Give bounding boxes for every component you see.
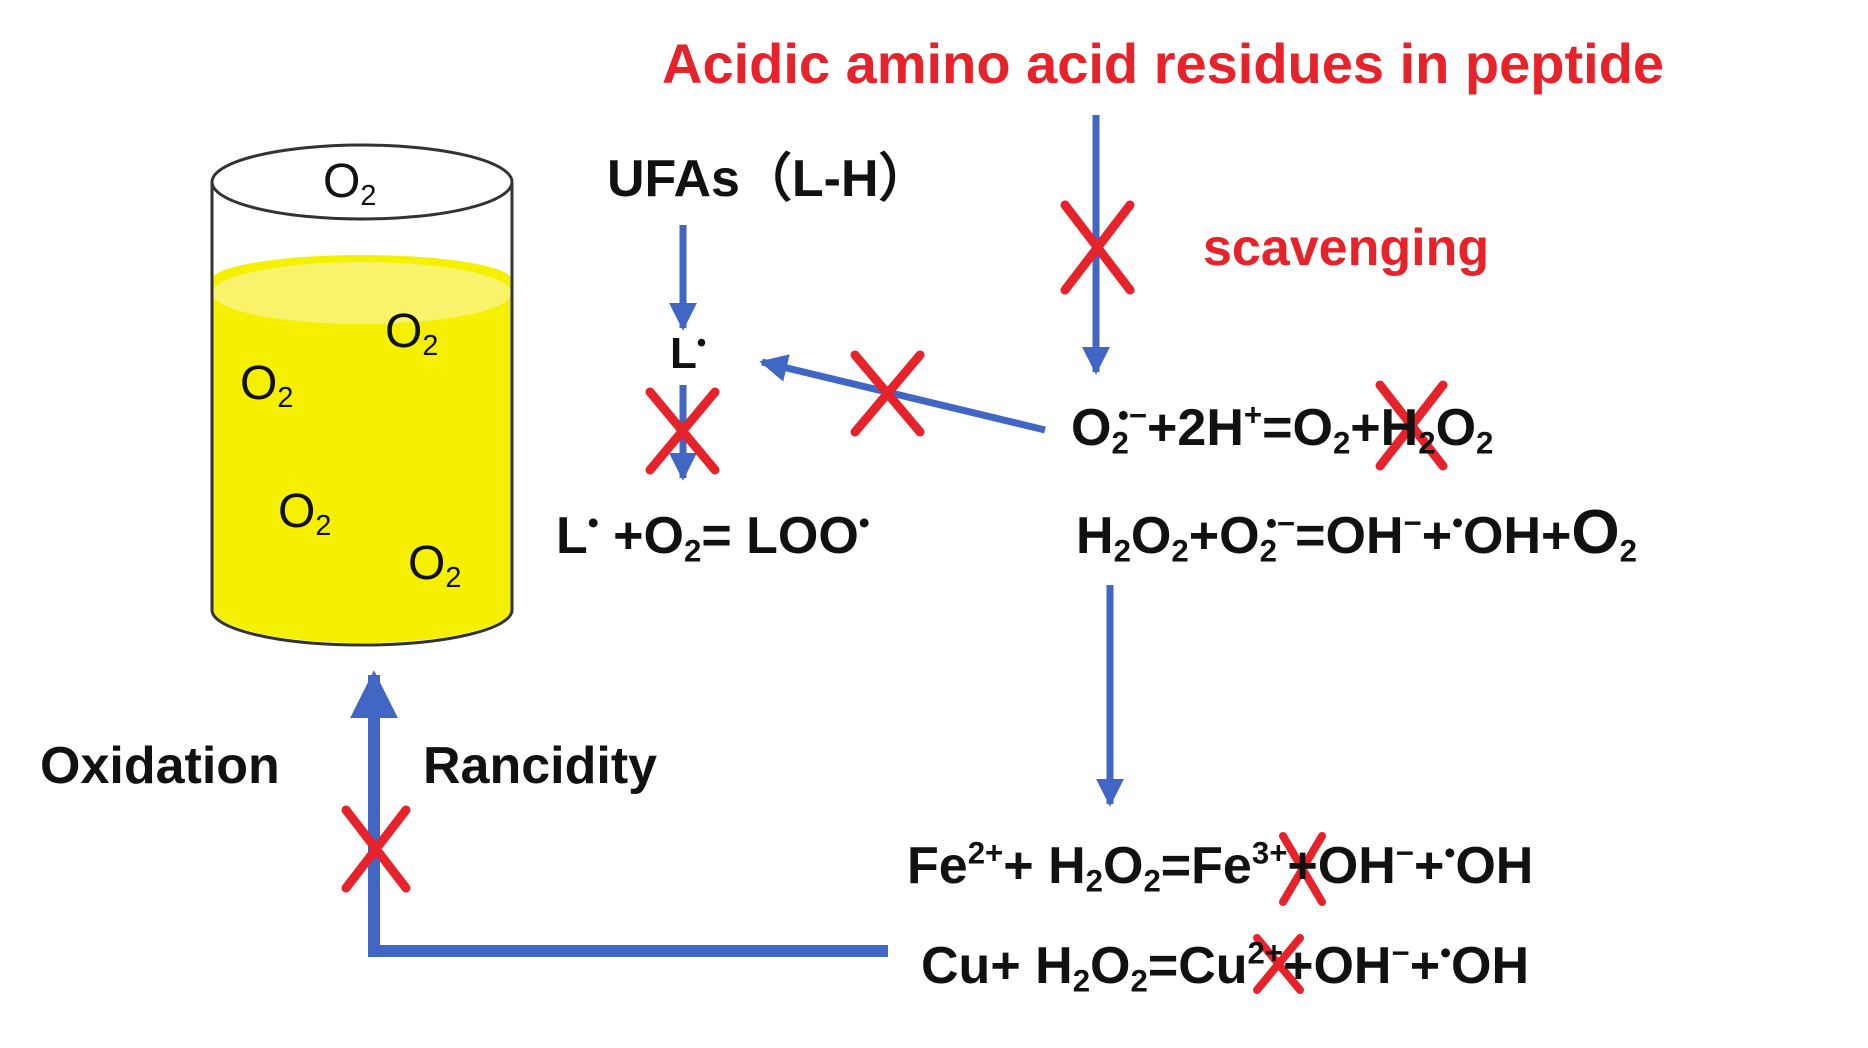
arrow-superoxide-to-l [759,354,1046,434]
cross-oxidation [341,805,411,893]
equation-haber-weiss: H2O2+O2•−=OH−+•OH+O2 [1076,498,1638,569]
o2-label-3: O2 [278,485,332,543]
title-acidic-residues: Acidic amino acid residues in peptide [662,32,1665,95]
cross-o2-product [1375,380,1448,471]
o2-label-1: O2 [385,305,439,363]
equation-fenton-iron: Fe2++ H2O2=Fe3++OH−+•OH [907,835,1534,899]
o2-label-4: O2 [408,537,462,595]
inhibition-crosses [341,200,1448,994]
oil-body [212,255,512,643]
arrows [350,115,1124,957]
cross-cu2 [1253,934,1304,994]
equation-peroxyl-radical: L• +O2= LOO• [556,505,870,569]
o2-label-rim: O2 [323,155,377,213]
arrow-fenton-to-oxidation [350,670,888,957]
cross-superoxide-to-l [850,350,925,437]
cross-scavenging [1060,200,1135,295]
equation-superoxide-dismutation: O2•−+2H+=O2+H2O2 [1071,397,1494,461]
oil-surface [212,262,512,324]
cross-fe3 [1279,832,1326,906]
cross-l-radical [645,387,720,475]
beaker-with-oil [210,143,514,647]
ufas-label: UFAs（L-H） [607,150,931,208]
equation-fenton-copper: Cu+ H2O2=Cu2++OH−+•OH [921,935,1529,999]
beaker-bottom [210,609,514,647]
beaker-rim [210,143,514,221]
rancidity-label: Rancidity [423,737,658,795]
scavenging-label: scavenging [1203,219,1490,277]
l-radical: L• [670,327,707,378]
o2-label-2: O2 [240,357,294,415]
oxidation-label: Oxidation [40,737,280,795]
